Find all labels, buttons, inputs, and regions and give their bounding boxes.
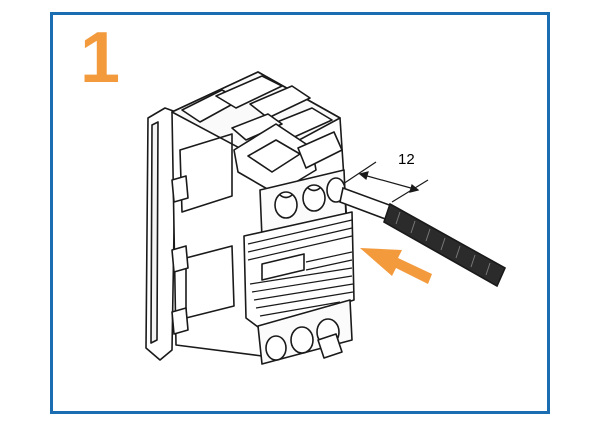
spring-clip: [233, 123, 317, 195]
wire: [339, 186, 507, 288]
dimension-label: 12: [398, 151, 415, 168]
dimension-marker: [342, 161, 429, 203]
insertion-arrow-icon: [360, 248, 432, 284]
step-number: 1: [80, 18, 121, 98]
